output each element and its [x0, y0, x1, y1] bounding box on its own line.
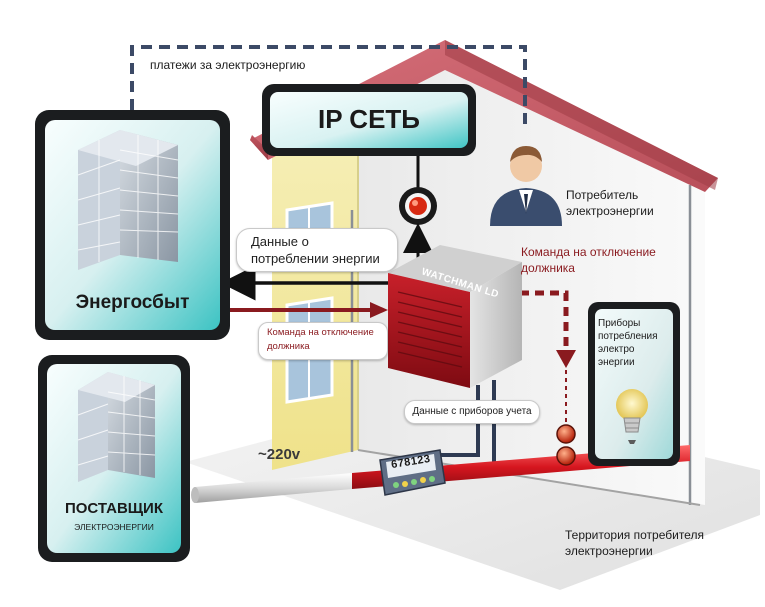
shutoff-left-line1: Команда на отключение: [267, 327, 374, 338]
devices-line3: электро: [598, 344, 635, 355]
devices-line1: Приборы: [598, 318, 641, 329]
shutoff-dashed-line: [520, 290, 569, 350]
consumer-person-icon: [490, 146, 562, 226]
shutoff-left-line2: должника: [267, 341, 310, 352]
shutoff-top-line1: Команда на отключение: [521, 245, 656, 259]
breaker-lamp-icon: [556, 446, 576, 466]
light-bulb-icon: [616, 389, 648, 444]
devices-line4: энергии: [598, 357, 635, 368]
office-building-icon: [77, 130, 179, 270]
voltage-label: ~220v: [258, 446, 301, 463]
energosbyt-label: Энергосбыт: [75, 292, 190, 313]
payments-label: платежи за электроэнергию: [150, 58, 306, 72]
power-pipe-grey: [195, 473, 352, 503]
meter-data-bubble: Данные с приборов учета: [404, 400, 540, 424]
consumer-label-line2: электроэнергии: [566, 204, 654, 218]
devices-line2: потребления: [598, 331, 658, 342]
consumption-data-line1: Данные о: [251, 234, 309, 249]
consumption-data-line2: потреблении энергии: [251, 251, 380, 266]
ip-network-label: IP СЕТЬ: [317, 104, 420, 134]
supplier-title: ПОСТАВЩИК: [64, 500, 163, 517]
consumer-label-line1: Потребитель: [566, 188, 639, 202]
payments-dashed-line: [130, 45, 527, 128]
territory-line2: электроэнергии: [565, 544, 653, 558]
watchman-device-icon: [388, 245, 522, 388]
office-building-icon: [77, 372, 156, 482]
supplier-subtitle: ЭЛЕКТРОЭНЕРГИИ: [74, 522, 154, 532]
consumption-data-bubble: Данные о потреблении энергии: [236, 228, 398, 272]
breaker-lamp-icon: [556, 424, 576, 444]
signal-lamp-icon: [399, 187, 437, 225]
territory-line1: Территория потребителя: [565, 528, 704, 542]
house-left-wall: [272, 118, 358, 470]
shutoff-left-bubble: Команда на отключение должника: [258, 322, 388, 360]
electric-meter-icon: [379, 449, 446, 496]
shutoff-top-line2: должника: [521, 261, 575, 275]
